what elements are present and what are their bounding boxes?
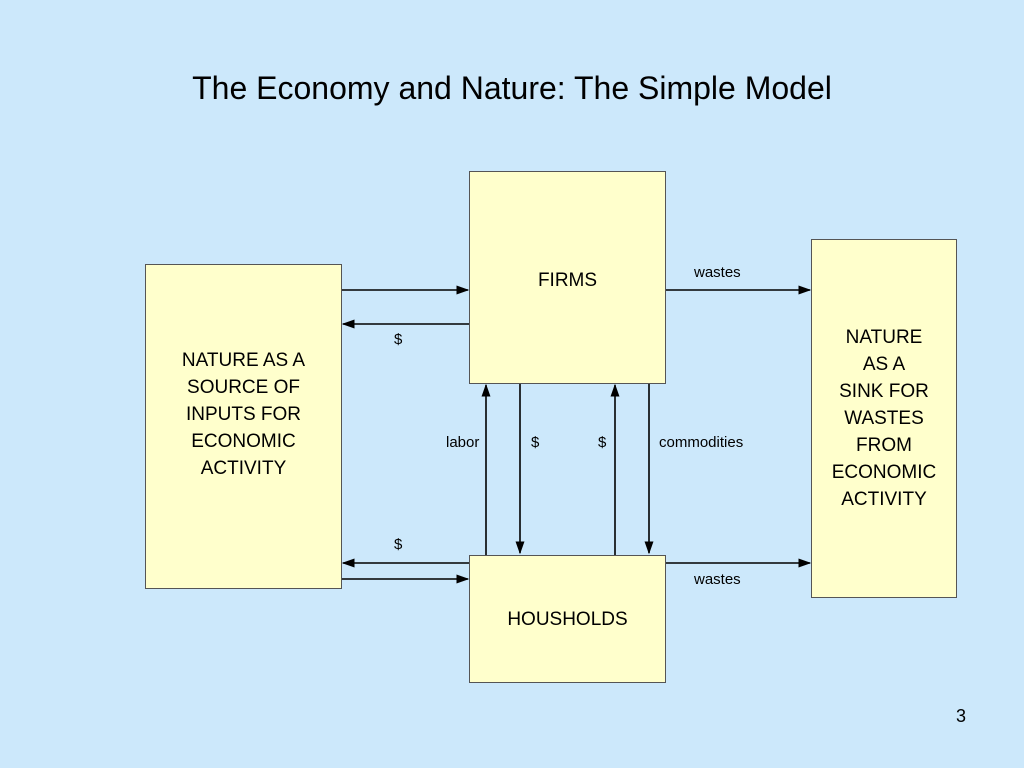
firms-box: FIRMS (469, 171, 666, 384)
dollar-purchases-label: $ (598, 434, 607, 451)
dollar-wages-label: $ (531, 434, 540, 451)
dollar-households-to-nature-label: $ (394, 536, 403, 553)
dollar-firms-to-nature-label: $ (394, 331, 403, 348)
households-wastes-label: wastes (694, 571, 741, 588)
nature-sink-label: NATURE AS A SINK FOR WASTES FROM ECONOMI… (831, 327, 937, 510)
households-box: HOUSHOLDS (469, 555, 666, 683)
slide-title: The Economy and Nature: The Simple Model (192, 70, 832, 106)
commodities-label: commodities (659, 434, 744, 451)
nature-source-label: NATURE AS A SOURCE OF INPUTS FOR ECONOMI… (181, 350, 306, 479)
firms-label: FIRMS (537, 270, 598, 291)
page-number: 3 (955, 706, 966, 726)
nature-sink-box: NATURE AS A SINK FOR WASTES FROM ECONOMI… (811, 239, 957, 598)
nature-source-box: NATURE AS A SOURCE OF INPUTS FOR ECONOMI… (145, 264, 342, 589)
households-label: HOUSHOLDS (507, 608, 628, 630)
labor-label: labor (446, 434, 480, 451)
firms-wastes-label: wastes (694, 264, 741, 281)
